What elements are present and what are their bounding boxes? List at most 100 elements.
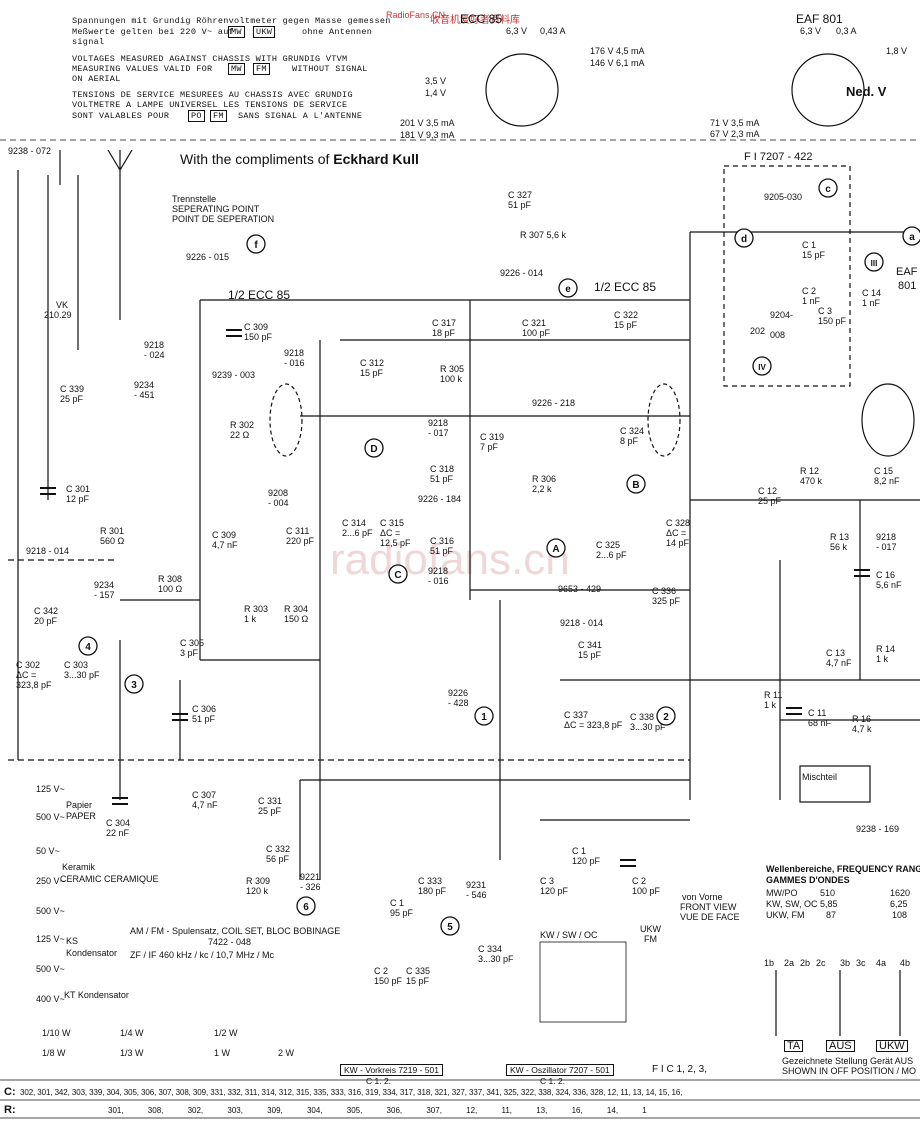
label-c317: C 317 18 pF	[432, 318, 457, 338]
marker-a2: A	[552, 544, 559, 555]
marker-4: 4	[85, 642, 91, 653]
label-9218-017b: 9218 - 017	[876, 532, 897, 552]
label-r13: R 13 56 k	[830, 532, 850, 552]
label-fi-9204: 9204-	[770, 310, 794, 320]
header-line-5: MEASURING VALUES VALID FOR	[72, 64, 213, 74]
label-9218-014: 9218 - 014	[26, 546, 70, 556]
legend-w-5: 1/3 W	[120, 1048, 144, 1058]
coilset-line-2: 7422 - 048	[208, 937, 252, 947]
marker-d: d	[741, 234, 747, 245]
marker-b-circle	[626, 474, 646, 494]
label-mischteil: Mischteil	[802, 772, 838, 782]
kw-oszillator-c: C 1. 2.	[540, 1076, 566, 1086]
eaf-right: EAF	[896, 266, 918, 278]
label-fi-c2: C 2 1 nF	[802, 286, 821, 306]
legend-v-1: 125 V~	[36, 784, 65, 794]
header-line-4: VOLTAGES MEASURED AGAINST CHASSIS WITH G…	[72, 54, 348, 64]
switch-contact-3b: 3b	[840, 958, 851, 968]
label-c2b: C 2 100 pF	[632, 876, 661, 896]
mischteil-box	[799, 765, 871, 803]
label-9208-004: 9208 - 004	[268, 488, 289, 508]
legend-w-7: 2 W	[278, 1048, 295, 1058]
label-c2: C 2 150 pF	[374, 966, 403, 986]
label-c3: C 3 120 pF	[540, 876, 569, 896]
ned-label: Ned. V	[846, 84, 887, 99]
label-c332: C 332 56 pF	[266, 844, 291, 864]
eaf801-v3: 1,8 V	[886, 46, 908, 56]
label-9218-016: 9218 - 016	[284, 348, 305, 368]
frontview-kw: KW / SW / OC	[540, 930, 598, 940]
header-line-9: SONT VALABLES POUR	[72, 111, 170, 121]
wellen-row-3-from: 87	[826, 910, 837, 920]
label-c304: C 304 22 nF	[106, 818, 131, 838]
label-r303: R 303 1 k	[244, 604, 269, 624]
eaf801-base	[791, 53, 865, 127]
switch-contact-4a: 4a	[876, 958, 887, 968]
label-r302: R 302 22 Ω	[230, 420, 255, 440]
kw-vorkreis-c: C 1. 2.	[366, 1076, 392, 1086]
marker-6-circle	[296, 896, 316, 916]
label-9238-169: 9238 - 169	[856, 824, 900, 834]
label-c315: C 315 ΔC = 12,5 pF	[380, 518, 411, 548]
label-r16: R 16 4,7 k	[852, 714, 872, 734]
wellen-row-1-band: MW/PO	[766, 888, 798, 898]
header-line-6: ON AERIAL	[72, 74, 121, 84]
frontview-fm: FM	[644, 934, 657, 944]
label-r307: R 307 5,6 k	[520, 230, 567, 240]
legend-v-6: 125 V~	[36, 934, 65, 944]
coilset-line-3: ZF / IF 460 kHz / kc / 10,7 MHz / Mc	[130, 950, 275, 960]
legend-w-2: 1/4 W	[120, 1028, 144, 1038]
label-r11: R 11 1 k	[764, 690, 783, 710]
label-c335: C 335 15 pF	[406, 966, 431, 986]
switch-ta: TA	[784, 1040, 804, 1052]
label-c341: C 341 15 pF	[578, 640, 603, 660]
marker-c2: C	[394, 570, 401, 581]
header-line-10: SANS SIGNAL A L'ANTENNE	[238, 111, 363, 121]
legend-v-2: 500 V~	[36, 812, 65, 822]
label-9239-003: 9239 - 003	[212, 370, 256, 380]
frontview-2: FRONT VIEW	[680, 902, 737, 912]
wellen-row-1-to: 1620	[890, 888, 911, 898]
label-c316: C 316 51 pF	[430, 536, 455, 556]
legend-v-8: 400 V~	[36, 994, 65, 1004]
wellen-title: Wellenbereiche, FREQUENCY RANGE	[766, 864, 920, 874]
label-r309: R 309 120 k	[246, 876, 271, 896]
switch-ukw: UKW	[876, 1040, 908, 1052]
marker-d-circle	[734, 228, 754, 248]
r-row-label: R:	[4, 1104, 16, 1116]
coilset-line-1: AM / FM - Spulensatz, COIL SET, BLOC BOB…	[130, 926, 341, 936]
switch-contact-1b: 1b	[764, 958, 775, 968]
label-c333: C 333 180 pF	[418, 876, 447, 896]
label-r306: R 306 2,2 k	[532, 474, 557, 494]
label-c12: C 12 25 pF	[758, 486, 782, 506]
label-r308: R 308 100 Ω	[158, 574, 183, 594]
label-sep1: SEPERATING POINT	[172, 204, 260, 214]
label-9226-184: 9226 - 184	[418, 494, 462, 504]
label-c331: C 331 25 pF	[258, 796, 283, 816]
label-9218-017: 9218 - 017	[428, 418, 449, 438]
legend-w-4: 1/8 W	[42, 1048, 66, 1058]
fi-c-list: F I C 1, 2, 3,	[652, 1064, 708, 1075]
marker-e-circle	[558, 278, 578, 298]
marker-1: 1	[481, 712, 487, 723]
label-fi: F I 7207 - 422	[744, 151, 813, 163]
marker-6: 6	[303, 902, 309, 913]
label-9226-015: 9226 - 015	[186, 252, 230, 262]
label-9221-326: 9221 - 326	[300, 872, 321, 892]
wellen-row-1-from: 510	[820, 888, 836, 898]
c-row: 302, 301, 342, 303, 339, 304, 305, 306, …	[20, 1088, 683, 1097]
header-box-ukw: UKW	[253, 26, 276, 38]
label-c321: C 321 100 pF	[522, 318, 551, 338]
label-9218-014b: 9218 - 014	[560, 618, 604, 628]
legend-t-1: Papier	[66, 800, 93, 810]
ecc85-base	[485, 53, 559, 127]
ecc85-v3: 3,5 V	[425, 76, 447, 86]
center-watermark: radiofans.cn	[330, 535, 570, 584]
ecc85-v5: 201 V 3,5 mA	[400, 118, 455, 128]
wellen-row-2-to: 6,25	[890, 899, 908, 909]
switch-contact-2a: 2a	[784, 958, 795, 968]
legend-t-3: Keramik	[62, 862, 96, 872]
eaf801-v2: 67 V 2,3 mA	[710, 129, 760, 139]
label-c312: C 312 15 pF	[360, 358, 385, 378]
